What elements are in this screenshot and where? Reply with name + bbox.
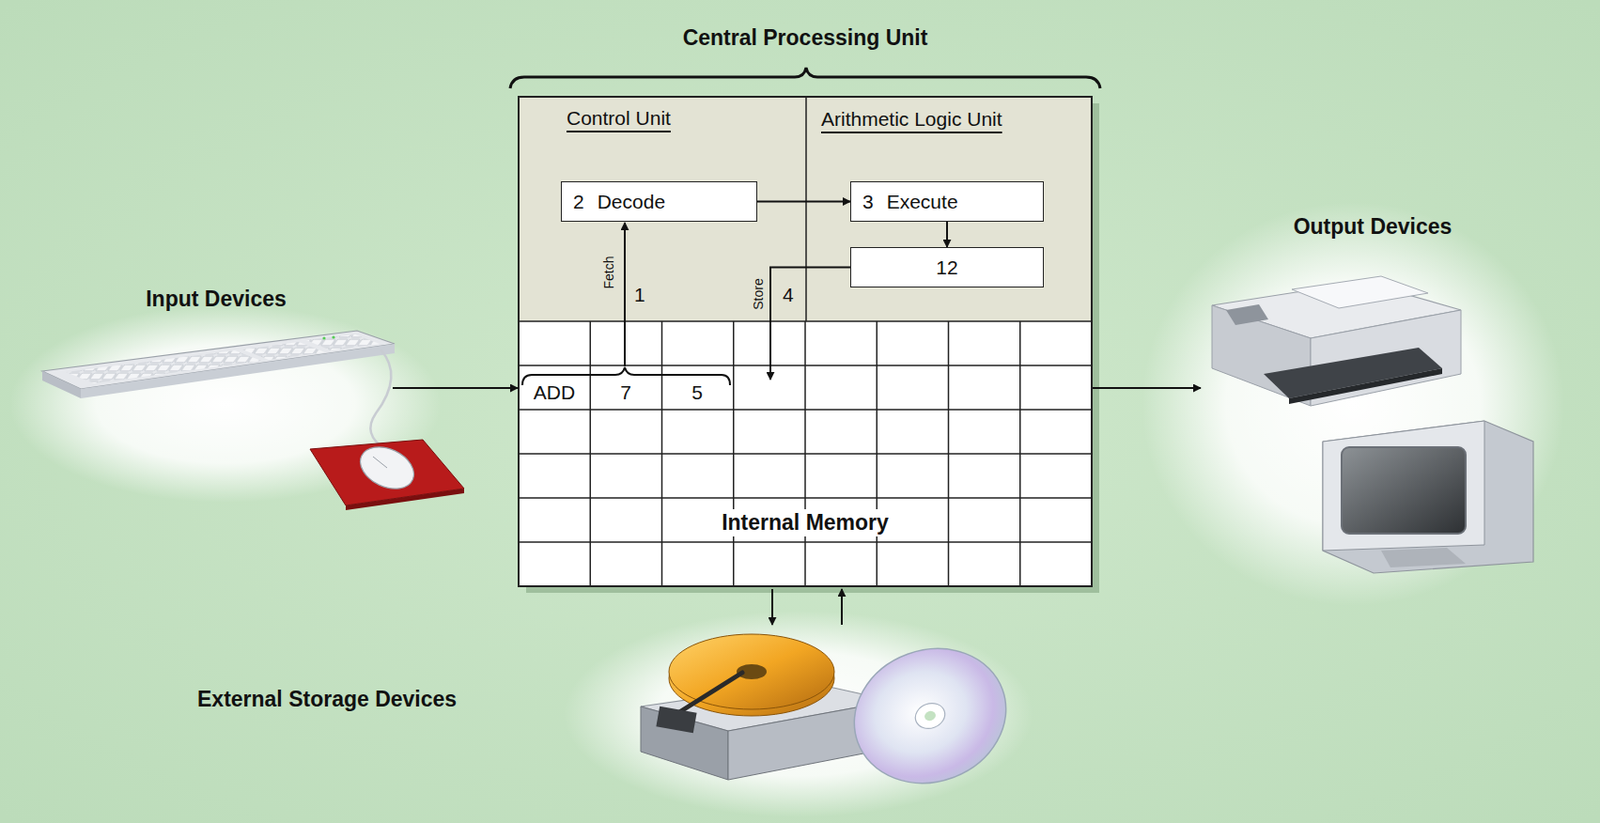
edge-label: Store — [750, 278, 766, 310]
memory-grid — [518, 321, 1092, 587]
printer-icon — [1211, 276, 1461, 406]
result-box: 12 — [850, 247, 1044, 288]
cpu-brace — [510, 67, 1101, 89]
cpu-housing-part — [518, 96, 1092, 587]
glows-part — [1141, 201, 1565, 606]
decode-box-text: Decode — [597, 190, 666, 214]
keyboard-icon-part — [65, 350, 262, 384]
connector-arrow — [771, 589, 774, 625]
glows-part — [563, 610, 1034, 818]
printer-icon-part — [1226, 304, 1269, 326]
internal-memory: ADD 7 5Internal Memory — [518, 321, 1092, 587]
output-devices: Output Devices — [1198, 214, 1547, 572]
memory-cell-text: ADD — [533, 372, 575, 404]
hard-drive-icon — [640, 634, 893, 780]
decode-box: 2 Decode — [560, 181, 758, 222]
cpu-housing — [518, 96, 1100, 593]
cd-icon — [835, 627, 1026, 805]
hard-drive-icon-part — [640, 706, 729, 780]
monitor-icon-part — [1322, 420, 1485, 551]
monitor-icon-part — [1381, 547, 1466, 568]
external-storage-devices: External Storage Devices — [197, 624, 1015, 794]
glows — [9, 201, 1565, 818]
printer-icon-part — [1289, 368, 1443, 404]
connector-arrow — [1092, 387, 1201, 389]
connector-arrow — [757, 201, 851, 203]
cd-icon-part — [835, 627, 1026, 805]
decode-box-text: 2 — [573, 190, 585, 214]
input-devices: Input Devices — [37, 286, 395, 513]
connector-arrow — [392, 387, 518, 389]
connector-arrow — [840, 589, 843, 625]
internal-memory-text: Internal Memory — [717, 509, 893, 537]
memory-grid-part — [518, 364, 1092, 367]
keyboard-icon-part — [242, 341, 326, 360]
cpu-box: 2 Decode Control Unit 3 Execute 12 Arithmetic … — [518, 96, 1092, 587]
keyboard-icon-part — [306, 334, 380, 351]
cd-icon-part — [912, 699, 949, 732]
mouse-icon — [310, 438, 465, 511]
external-storage-devices-text: External Storage Devices — [197, 686, 457, 713]
keyboard-icon-part — [322, 336, 326, 340]
memory-cell-text: 7 — [620, 372, 632, 404]
monitor-icon — [1322, 420, 1534, 574]
glows-part — [9, 305, 442, 503]
cpu-housing-part — [519, 97, 1091, 322]
memory-grid-part — [518, 541, 1092, 544]
memory-cell-text: 5 — [691, 372, 703, 404]
hard-drive-icon-part — [655, 706, 697, 734]
mouse-icon-part — [372, 456, 388, 468]
hard-drive-icon-part — [668, 634, 835, 710]
callout-number: 4 — [782, 283, 794, 307]
connector-arrow — [623, 222, 626, 367]
keyboard-icon — [42, 330, 395, 450]
memory-cell: ADD — [518, 365, 591, 410]
alu-panel: 3 Execute 12 Arithmetic Logic Unit — [806, 97, 1092, 322]
control-unit-panel-text: Control Unit — [566, 107, 671, 130]
result-box-text: 12 — [935, 256, 958, 280]
memory-grid-part — [518, 452, 1092, 455]
edge-label: Fetch — [601, 255, 617, 289]
cpu-box-text: Central Processing Unit — [518, 25, 1092, 51]
input-devices-text: Input Devices — [37, 286, 395, 312]
execute-box: 3 Execute — [850, 181, 1044, 222]
execute-box-text: Execute — [886, 190, 959, 214]
printer-icon-part — [1291, 276, 1429, 309]
mouse-icon-part — [353, 438, 420, 498]
connector-arrow — [770, 267, 851, 381]
execute-box-text: 3 — [862, 190, 874, 214]
keyboard-icon-part — [370, 349, 391, 450]
cd-icon-part — [923, 709, 938, 723]
alu-panel-text: Arithmetic Logic Unit — [821, 105, 1010, 134]
monitor-icon-part — [1341, 447, 1466, 534]
output-devices-text: Output Devices — [1198, 214, 1547, 240]
monitor-icon-part — [1322, 420, 1534, 574]
callout-number: 1 — [634, 283, 646, 307]
hard-drive-icon-part — [676, 672, 743, 715]
memory-cell: 5 — [661, 365, 733, 410]
connector-arrow — [946, 221, 948, 248]
memory-cell: 7 — [590, 365, 662, 410]
memory-grid-part — [518, 497, 1092, 499]
mouse-icon-part — [345, 488, 465, 511]
cpu-housing-part — [805, 96, 808, 322]
memory-grid-part — [518, 408, 1092, 411]
keyboard-icon-part — [331, 335, 335, 339]
